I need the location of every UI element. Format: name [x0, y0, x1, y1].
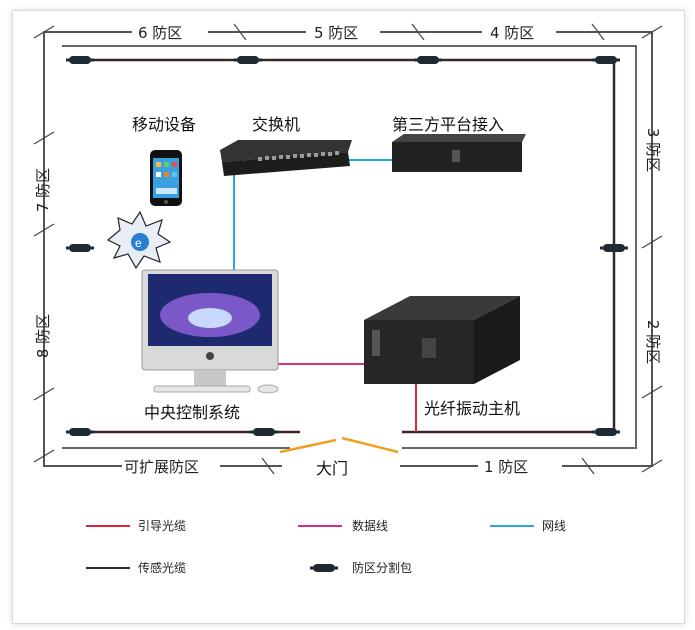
zone-label-expand: 可扩展防区	[124, 458, 199, 476]
switch-label: 交换机	[252, 115, 300, 134]
splitter-pack	[592, 428, 620, 436]
legend-splitter-swatch	[310, 564, 338, 572]
splitter-pack	[234, 56, 262, 64]
svg-text:e: e	[135, 236, 142, 250]
inner-border	[62, 45, 637, 449]
legend-network-label: 网线	[542, 519, 566, 533]
zone-label-1: 1 防区	[484, 458, 528, 476]
zone-label-2: 2 防区	[644, 320, 662, 364]
zone-label-3: 3 防区	[644, 128, 662, 172]
zone-label-4: 4 防区	[490, 24, 534, 42]
legend: 引导光缆 数据线 网线 传感光缆 防区分割包	[86, 518, 566, 575]
legend-sensing-label: 传感光缆	[138, 560, 186, 575]
splitter-pack	[414, 56, 442, 64]
splitter-pack	[600, 244, 628, 252]
host-label: 光纤振动主机	[424, 399, 520, 418]
legend-splitter-label: 防区分割包	[352, 560, 412, 575]
central-control-label: 中央控制系统	[144, 403, 240, 422]
mobile-device-label: 移动设备	[132, 115, 196, 134]
gate	[279, 436, 399, 454]
splitter-pack	[66, 56, 94, 64]
zone-label-7: 7 防区	[34, 168, 52, 212]
zone-ticks	[33, 23, 663, 475]
diagram-frame	[12, 10, 685, 624]
server-icon	[392, 134, 526, 172]
gate-label: 大门	[316, 459, 348, 478]
network-cables	[233, 159, 392, 272]
host-server-icon	[364, 296, 520, 384]
splitter-pack	[66, 244, 94, 252]
third-party-label: 第三方平台接入	[392, 115, 504, 134]
splitter-packs	[66, 56, 628, 436]
zone-label-6: 6 防区	[138, 24, 182, 42]
computer-icon	[141, 269, 279, 394]
splitter-pack	[66, 428, 94, 436]
browser-icon: e	[106, 210, 172, 270]
legend-data-label: 数据线	[352, 518, 388, 533]
zone-label-8: 8 防区	[34, 314, 52, 358]
zone-label-5: 5 防区	[314, 24, 358, 42]
splitter-pack	[592, 56, 620, 64]
legend-guide-label: 引导光缆	[138, 519, 186, 533]
mobile-device-icon	[150, 150, 182, 206]
splitter-pack	[250, 428, 278, 436]
switch-icon	[220, 140, 352, 176]
